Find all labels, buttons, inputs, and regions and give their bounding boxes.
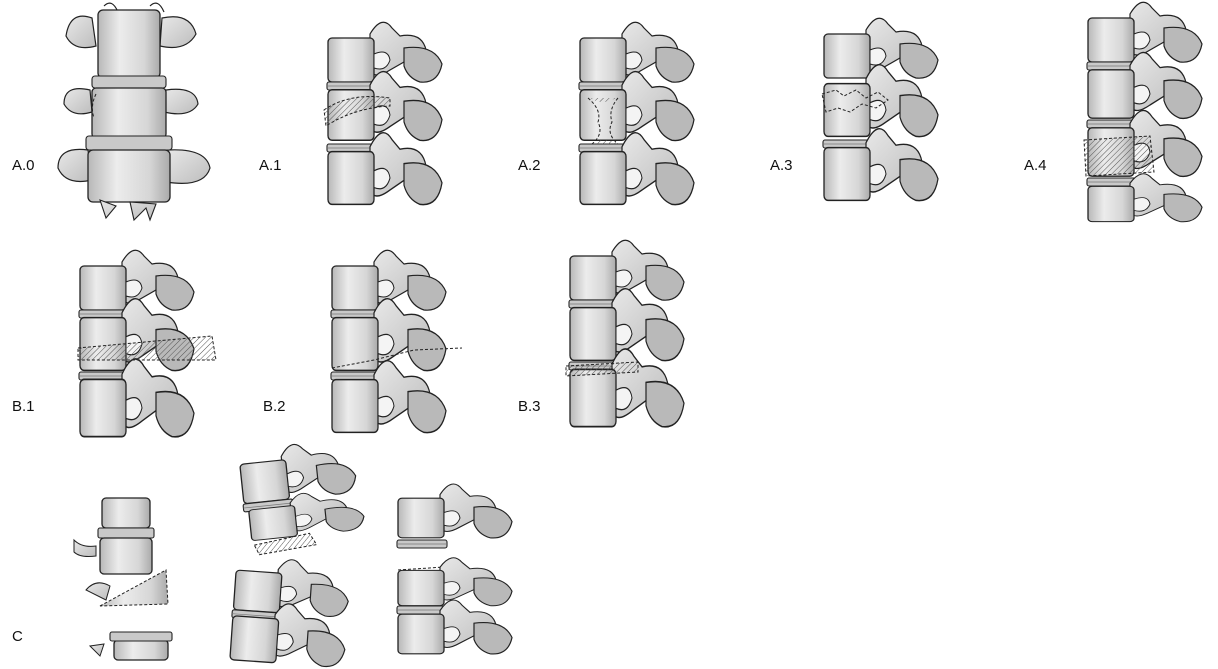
figure-b1-posterior-tension-band-injury [78, 250, 216, 437]
figure-c-translation-lateral-1-lower [229, 556, 351, 668]
figure-a1-wedge-fracture [324, 22, 442, 204]
figure-c-translation-lateral-2-lower [397, 558, 512, 654]
figure-c-translation-frontal [74, 498, 172, 660]
figure-b3-hyperextension-injury [566, 240, 684, 427]
figure-c-translation-lateral-1 [237, 438, 366, 556]
figure-b2-posterior-tension-band-disruption [331, 250, 462, 432]
figure-a0-frontal-vertebrae [58, 3, 210, 220]
figure-a2-split-fracture [579, 22, 694, 204]
figure-a3-burst-fracture [822, 18, 938, 200]
figure-a4-complete-burst-fracture [1084, 2, 1202, 222]
figure-c-translation-lateral-2 [397, 484, 512, 548]
